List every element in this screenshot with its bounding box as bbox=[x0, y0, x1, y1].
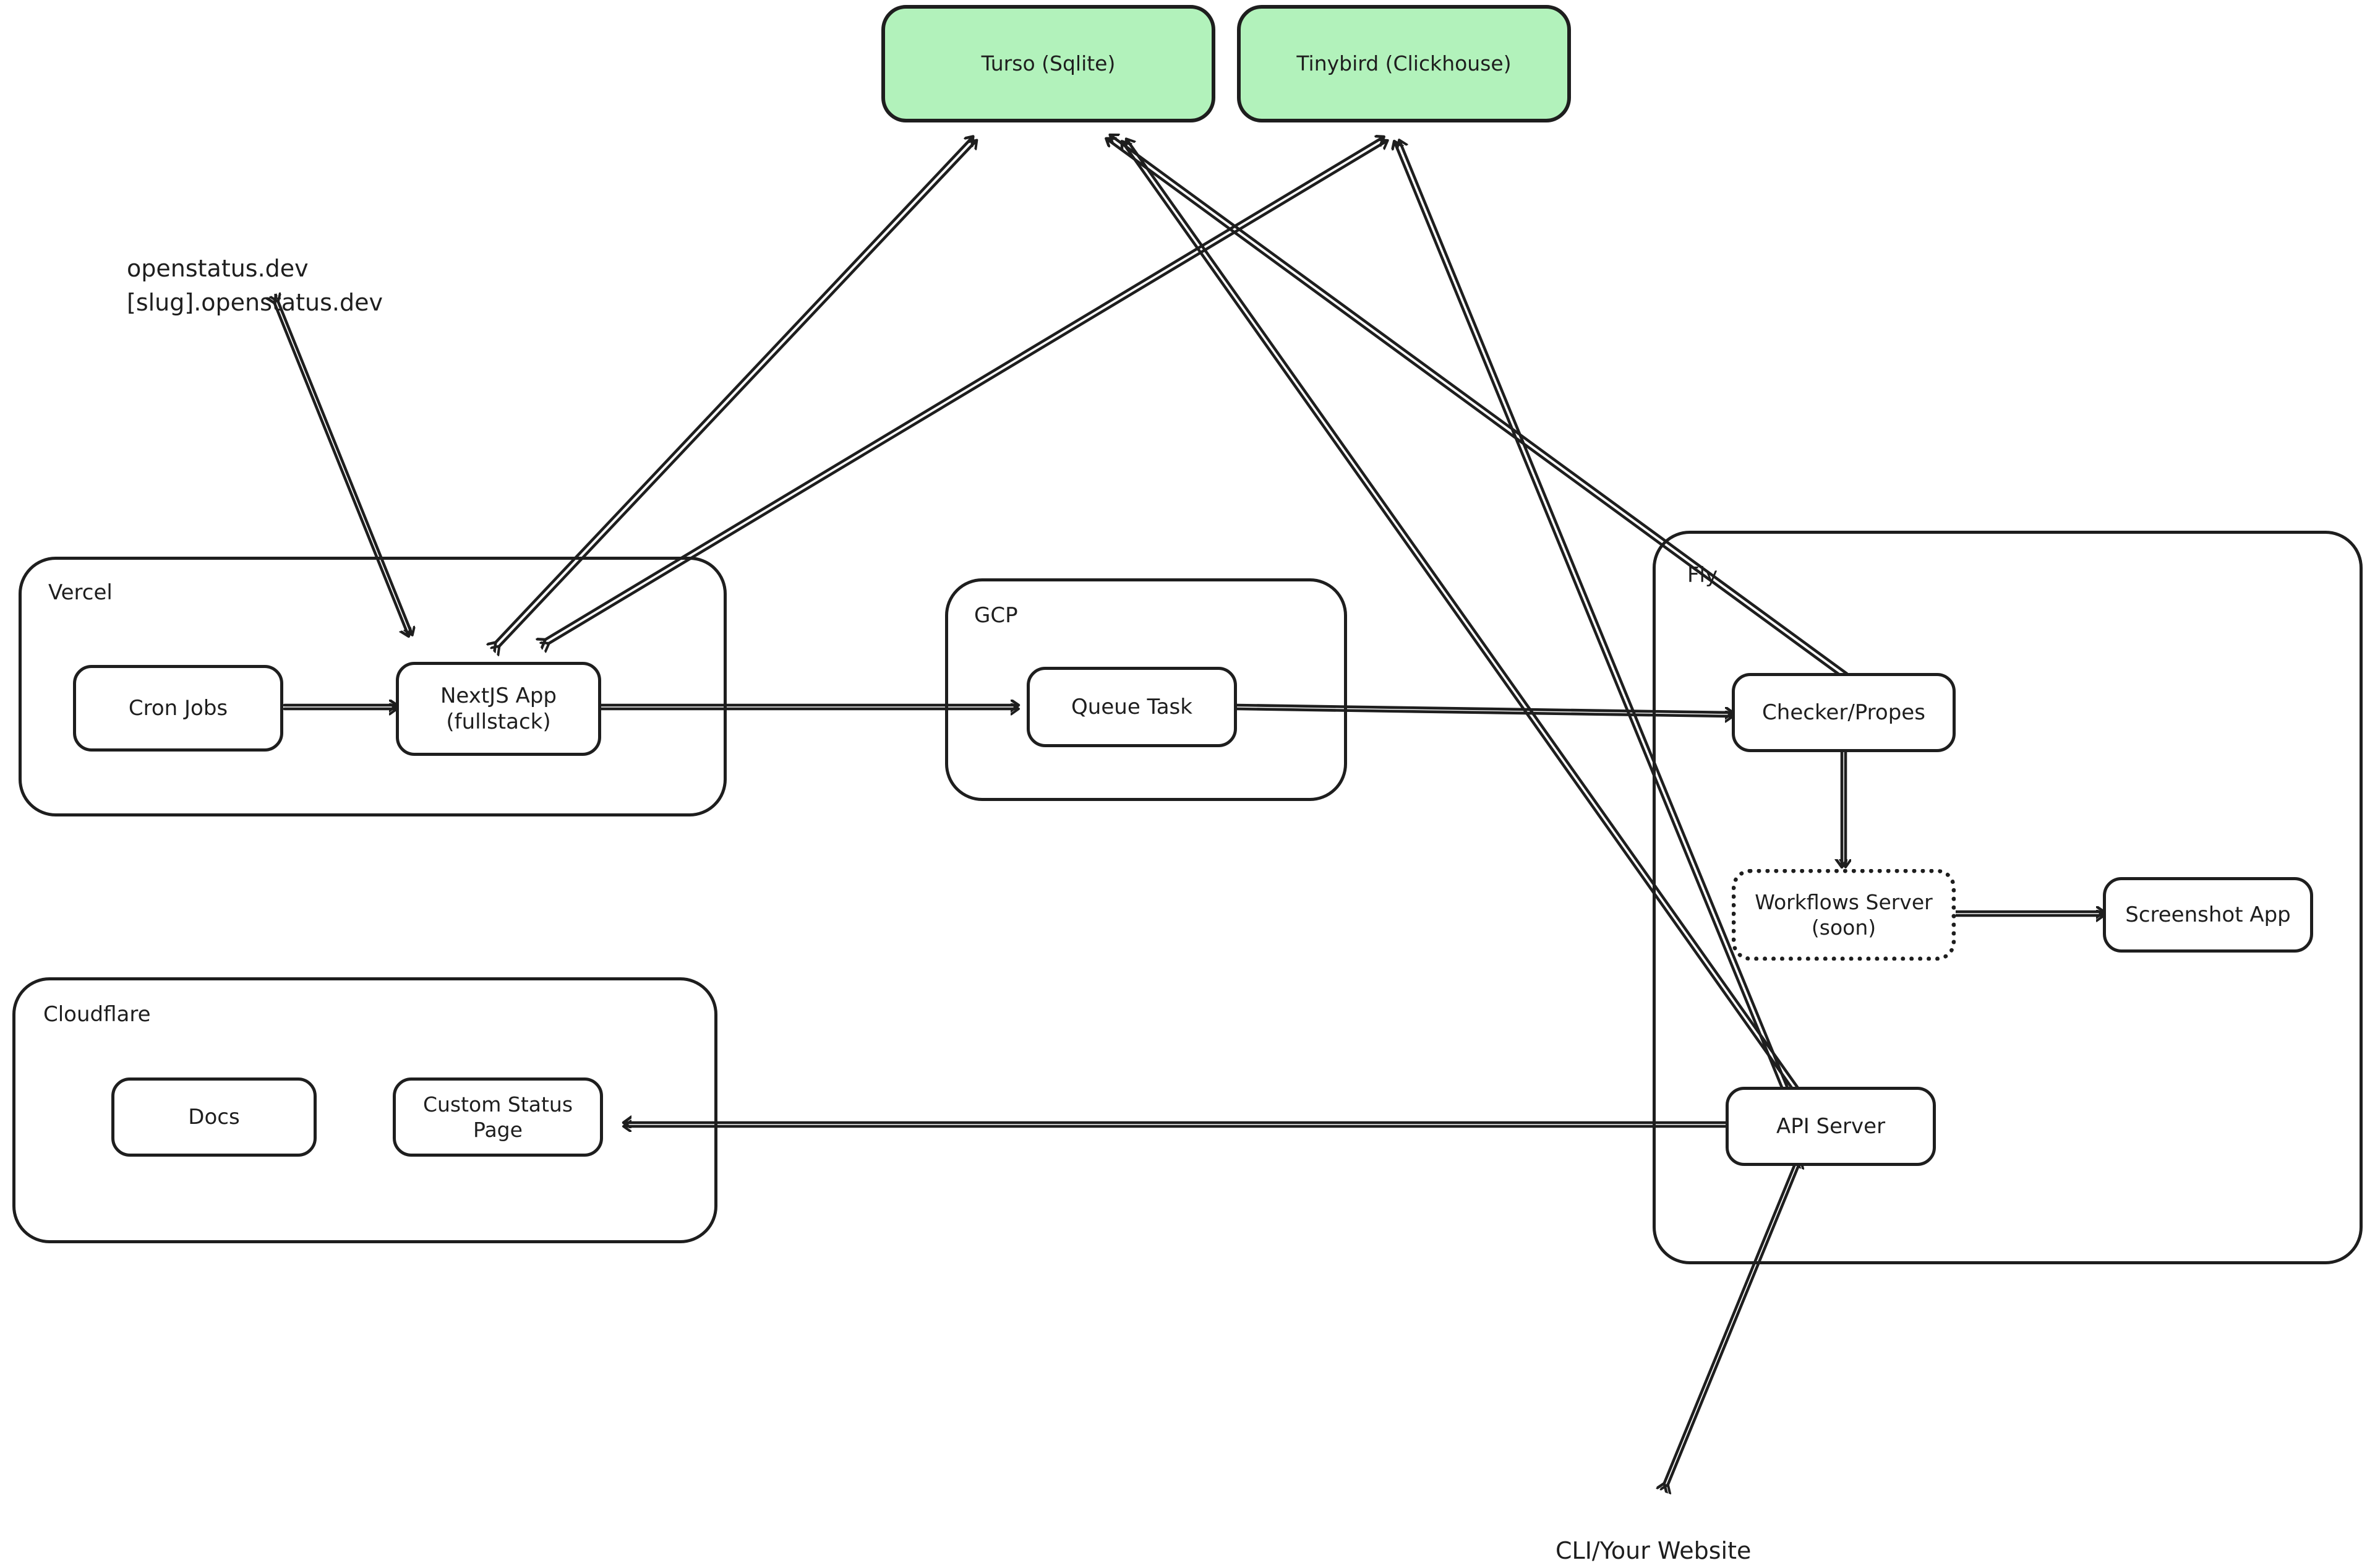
node-screenshot-app-label: Screenshot App bbox=[2125, 902, 2291, 927]
text-client: CLI/Your Website bbox=[1556, 1500, 1751, 1568]
node-docs-label: Docs bbox=[188, 1104, 240, 1129]
node-checker-propes[interactable]: Checker/Propes bbox=[1732, 673, 1956, 752]
node-workflows-server[interactable]: Workflows Server (soon) bbox=[1732, 869, 1956, 961]
node-api-server-label: API Server bbox=[1776, 1113, 1886, 1139]
node-nextjs-app[interactable]: NextJS App (fullstack) bbox=[396, 662, 601, 756]
node-docs[interactable]: Docs bbox=[111, 1077, 317, 1157]
node-queue-task-label: Queue Task bbox=[1071, 694, 1192, 719]
node-checker-propes-label: Checker/Propes bbox=[1762, 700, 1925, 725]
group-cloudflare bbox=[12, 977, 717, 1243]
node-custom-status-page-label: Custom Status Page bbox=[422, 1092, 573, 1142]
node-nextjs-app-label: NextJS App (fullstack) bbox=[440, 683, 557, 735]
text-domains: openstatus.dev [slug].openstatus.dev bbox=[127, 218, 383, 320]
node-cron-jobs[interactable]: Cron Jobs bbox=[73, 665, 283, 752]
node-workflows-server-label: Workflows Server (soon) bbox=[1755, 889, 1933, 940]
node-cron-jobs-label: Cron Jobs bbox=[128, 695, 228, 721]
group-gcp bbox=[945, 578, 1347, 801]
group-gcp-label: GCP bbox=[974, 603, 1018, 628]
group-fly bbox=[1653, 531, 2363, 1264]
group-vercel bbox=[19, 557, 727, 816]
node-screenshot-app[interactable]: Screenshot App bbox=[2103, 877, 2313, 953]
node-tinybird-label: Tinybird (Clickhouse) bbox=[1296, 51, 1512, 76]
node-turso[interactable]: Turso (Sqlite) bbox=[881, 5, 1215, 122]
node-custom-status-page[interactable]: Custom Status Page bbox=[393, 1077, 603, 1157]
node-api-server[interactable]: API Server bbox=[1726, 1087, 1936, 1166]
text-domains-label: openstatus.dev [slug].openstatus.dev bbox=[127, 255, 383, 317]
group-fly-label: Fly bbox=[1687, 563, 1718, 588]
edge-api-statuspage bbox=[625, 1123, 1727, 1126]
text-client-label: CLI/Your Website bbox=[1556, 1537, 1752, 1565]
node-turso-label: Turso (Sqlite) bbox=[981, 51, 1116, 76]
node-tinybird[interactable]: Tinybird (Clickhouse) bbox=[1237, 5, 1571, 122]
group-vercel-label: Vercel bbox=[48, 580, 113, 605]
group-cloudflare-label: Cloudflare bbox=[43, 1002, 151, 1027]
node-queue-task[interactable]: Queue Task bbox=[1027, 667, 1237, 747]
